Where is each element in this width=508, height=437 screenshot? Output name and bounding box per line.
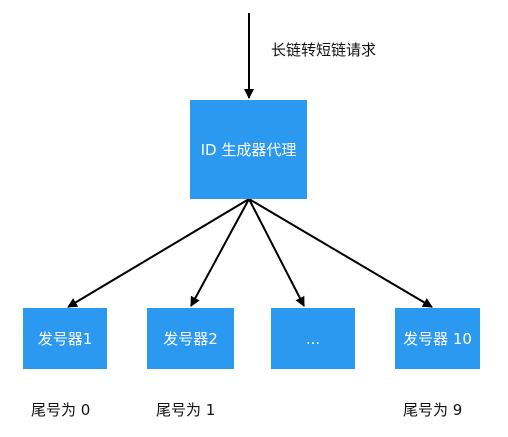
request-label: 长链转短链请求 bbox=[271, 41, 377, 59]
arrow-to-issuer-2 bbox=[190, 198, 250, 307]
issuer-label: 发号器1 bbox=[37, 330, 93, 348]
issuer-label: ... bbox=[305, 329, 321, 348]
id-generator-proxy-label: ID 生成器代理 bbox=[200, 141, 297, 159]
issuer-box-1: 发号器1 bbox=[23, 308, 107, 369]
tail-label-issuer-2: 尾号为 1 bbox=[156, 401, 216, 419]
tail-label-issuer-1: 尾号为 0 bbox=[31, 401, 91, 419]
issuer-box-2: 发号器2 bbox=[147, 308, 234, 369]
id-generator-proxy-box: ID 生成器代理 bbox=[190, 100, 307, 199]
arrow-to-issuer-10 bbox=[248, 198, 433, 308]
arrow-to-issuer-ellipsis bbox=[248, 198, 305, 307]
arrow-to-issuer-1 bbox=[67, 198, 250, 308]
issuer-box-10: 发号器 10 bbox=[395, 308, 480, 369]
issuer-label: 发号器2 bbox=[163, 330, 218, 348]
tail-label-issuer-10: 尾号为 9 bbox=[403, 401, 463, 419]
issuer-label: 发号器 10 bbox=[403, 330, 472, 348]
issuer-box-ellipsis: ... bbox=[271, 308, 355, 369]
